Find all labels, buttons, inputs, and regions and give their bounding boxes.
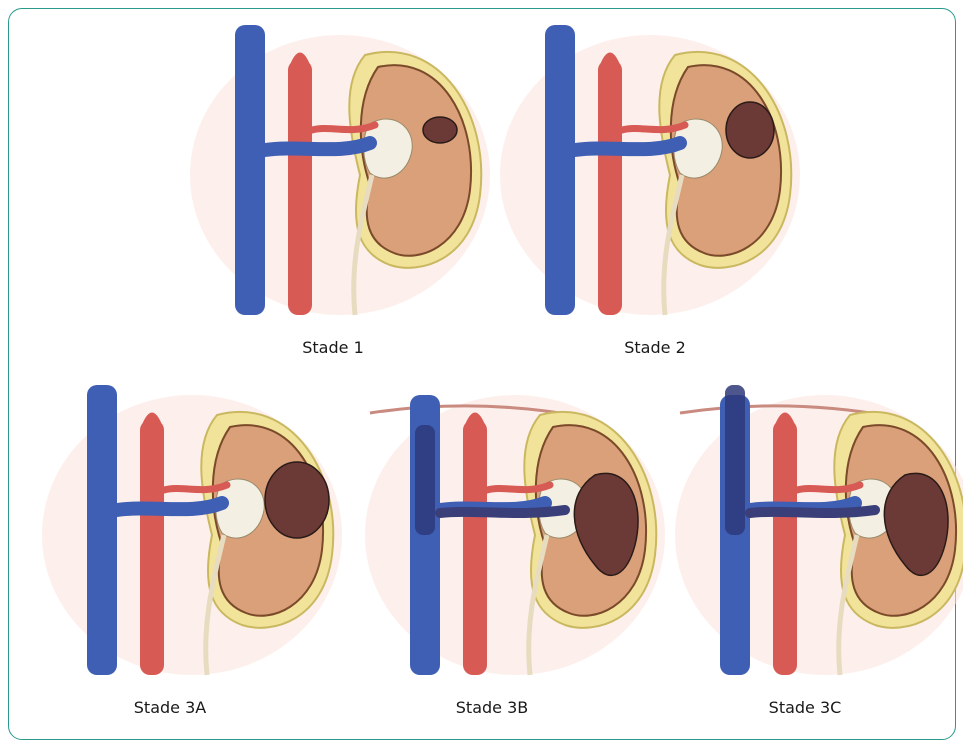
tumor-thrombus-renal-vein bbox=[750, 510, 875, 513]
aorta bbox=[140, 420, 164, 675]
tumor bbox=[726, 102, 774, 158]
kidney-illustration-stage-3a bbox=[42, 385, 342, 685]
panel-stage-2 bbox=[500, 25, 800, 325]
vena-cava bbox=[235, 25, 265, 315]
panel-stage-1 bbox=[190, 25, 490, 325]
aorta bbox=[288, 60, 312, 315]
caption-stage-1: Stade 1 bbox=[302, 338, 364, 357]
aorta bbox=[598, 60, 622, 315]
panel-stage-3c bbox=[675, 385, 963, 685]
tumor bbox=[265, 462, 329, 538]
vena-cava bbox=[87, 385, 117, 675]
aorta bbox=[463, 420, 487, 675]
caption-stage-3a: Stade 3A bbox=[134, 698, 206, 717]
vena-cava bbox=[545, 25, 575, 315]
caption-stage-3c: Stade 3C bbox=[769, 698, 842, 717]
caption-stage-3b: Stade 3B bbox=[456, 698, 528, 717]
kidney-illustration-stage-3c bbox=[675, 385, 963, 685]
caption-stage-2: Stade 2 bbox=[624, 338, 686, 357]
kidney-illustration-stage-1 bbox=[190, 25, 490, 325]
renal-vein bbox=[575, 143, 680, 150]
aorta bbox=[773, 420, 797, 675]
tumor-thrombus-vena-cava bbox=[725, 385, 745, 535]
renal-vein bbox=[117, 503, 222, 510]
kidney-illustration-stage-3b bbox=[365, 385, 665, 685]
panel-stage-3a bbox=[42, 385, 342, 685]
kidney-illustration-stage-2 bbox=[500, 25, 800, 325]
tumor-thrombus-renal-vein bbox=[440, 510, 565, 513]
panel-stage-3b bbox=[365, 385, 665, 685]
tumor-thrombus-vena-cava bbox=[415, 425, 435, 535]
tumor bbox=[423, 117, 457, 143]
renal-vein bbox=[265, 143, 370, 150]
